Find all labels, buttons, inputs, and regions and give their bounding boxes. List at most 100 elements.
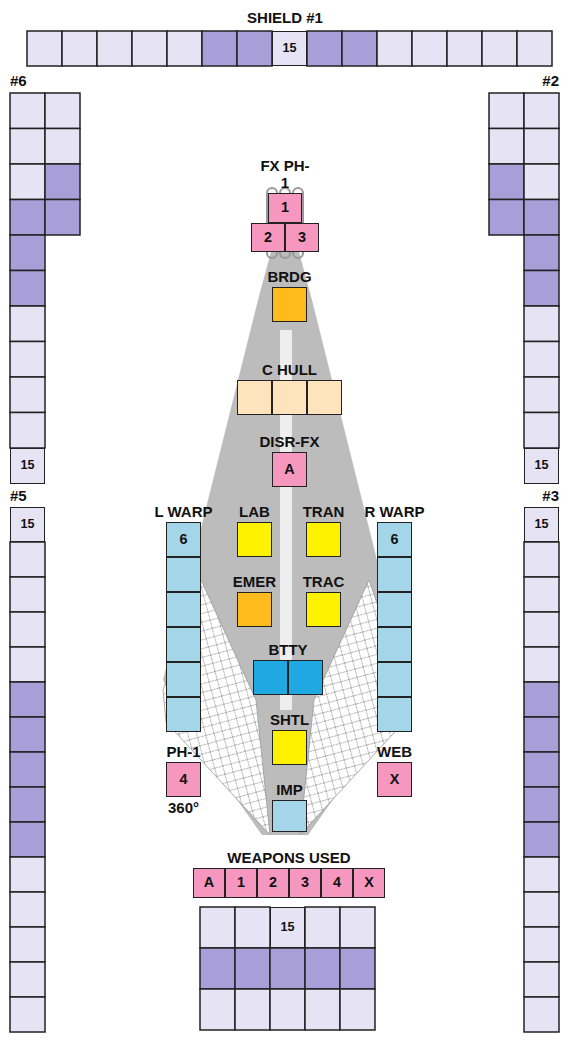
shield-box — [10, 717, 45, 752]
shield-box — [340, 907, 375, 948]
shield-box — [200, 907, 235, 948]
shield-box — [10, 682, 45, 717]
shield-box — [489, 164, 524, 200]
weapon-box: 2 — [251, 223, 285, 252]
shield-box — [45, 164, 80, 200]
impulse-box: IMP — [272, 800, 307, 832]
shield-box — [489, 200, 524, 236]
shield-box — [167, 31, 202, 66]
weapon-used-box: 3 — [289, 868, 321, 898]
box-heading: C HULL — [262, 362, 317, 379]
shield-box — [307, 31, 342, 66]
box-cell — [377, 697, 412, 732]
box-number: 15 — [10, 507, 45, 542]
box-number: 4 — [321, 868, 353, 898]
box-number: X — [377, 762, 412, 797]
shield-box — [200, 989, 235, 1030]
box-number: 3 — [289, 868, 321, 898]
shield-title: SHIELD #1 — [247, 10, 323, 27]
box-cell — [377, 662, 412, 697]
box-heading: EMER — [233, 574, 276, 591]
weapon-box: DISR-FXA — [272, 452, 307, 487]
box-cell — [288, 660, 323, 695]
shield-box — [524, 377, 559, 413]
system-box: SHTL — [272, 730, 307, 765]
shield-box — [10, 413, 45, 449]
shield-box — [10, 577, 45, 612]
box-number: 6 — [166, 522, 201, 557]
shield-box — [524, 271, 559, 307]
shield-number: #5 — [10, 488, 27, 505]
weapon-used-box: X — [353, 868, 385, 898]
shield-box — [524, 164, 559, 200]
system-box: TRAC — [306, 592, 341, 627]
shield-box: 15 — [524, 507, 559, 542]
shield-box — [235, 948, 270, 989]
shield-box — [524, 542, 559, 577]
weapon-box: 3 — [285, 223, 319, 252]
shield-box — [10, 787, 45, 822]
shield-box — [524, 235, 559, 271]
shield-box — [524, 927, 559, 962]
shield-box — [377, 31, 412, 66]
box-heading: TRAN — [303, 504, 345, 521]
weapon-box: FX PH-11 — [268, 193, 302, 223]
shield-box — [524, 962, 559, 997]
shield-box — [62, 31, 97, 66]
box-heading: R WARP — [365, 504, 425, 521]
box-heading: DISR-FX — [260, 434, 320, 451]
warp-boxes: L WARP6 — [166, 522, 201, 732]
shield-box — [10, 271, 45, 307]
shield-box — [482, 31, 517, 66]
box-cell — [377, 557, 412, 592]
shield-box — [524, 93, 559, 129]
shield-box — [10, 306, 45, 342]
box-heading: L WARP — [154, 504, 212, 521]
box-number: 15 — [524, 448, 559, 484]
shield-box — [10, 164, 45, 200]
shield-box — [517, 31, 552, 66]
shield-box — [235, 907, 270, 948]
box-number: 15 — [524, 507, 559, 542]
shield-box — [10, 93, 45, 129]
shield-box — [10, 962, 45, 997]
box-heading: FX PH-1 — [260, 158, 310, 191]
shield-box — [10, 857, 45, 892]
shield-box — [305, 948, 340, 989]
box-cell — [306, 522, 341, 557]
shield-box — [237, 31, 272, 66]
shield-box — [340, 948, 375, 989]
shield-box: 15 — [524, 448, 559, 484]
shield-box — [489, 93, 524, 129]
box-number: 1 — [268, 193, 302, 223]
weapon-box: PH-14360° — [166, 762, 201, 797]
box-heading: TRAC — [303, 574, 345, 591]
shield-box — [10, 647, 45, 682]
box-cell — [272, 800, 307, 832]
box-cell — [237, 592, 272, 627]
shield-box — [524, 892, 559, 927]
shield-box — [489, 129, 524, 165]
shield-box — [412, 31, 447, 66]
box-cell — [166, 592, 201, 627]
box-cell — [237, 380, 272, 415]
shield-box — [524, 306, 559, 342]
system-box: EMER — [237, 592, 272, 627]
shield-box — [10, 129, 45, 165]
shield-box — [10, 752, 45, 787]
shield-box — [524, 129, 559, 165]
box-cell — [166, 662, 201, 697]
box-cell — [272, 380, 307, 415]
box-cell — [272, 287, 307, 322]
box-cell — [272, 730, 307, 765]
shield-box — [27, 31, 62, 66]
shield-box — [305, 907, 340, 948]
shield-box — [340, 989, 375, 1030]
box-number: 4 — [166, 762, 201, 797]
shield-number: #3 — [542, 488, 559, 505]
shield-box — [524, 647, 559, 682]
box-number: 15 — [272, 31, 307, 66]
box-heading: PH-1 — [166, 744, 200, 761]
box-number: 1 — [225, 868, 257, 898]
shield-box — [45, 93, 80, 129]
